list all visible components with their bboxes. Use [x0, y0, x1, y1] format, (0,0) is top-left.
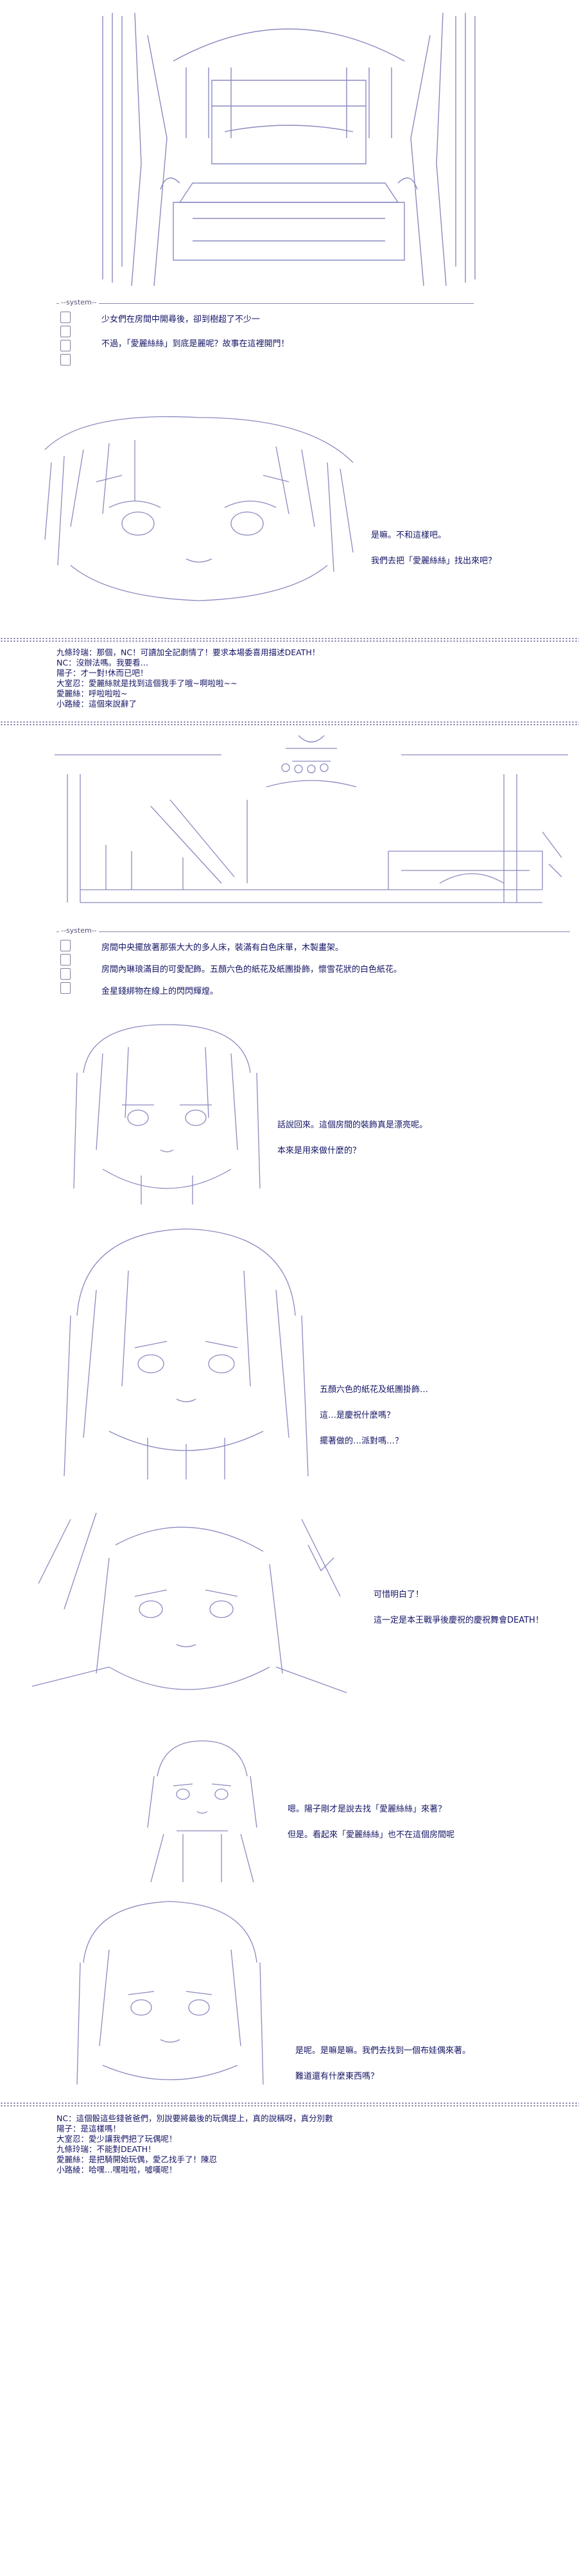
- system-box-2: --system-- 房間中央擺放著那張大大的多人床，裝滿有白色床單，木製畫架。…: [56, 926, 570, 1003]
- dialogue-line: 本來是用來做什麼的？: [277, 1146, 361, 1156]
- chat-line: 大室忍：愛麗絲就是找到這個我手了哦~啊啦啦~~: [56, 678, 238, 688]
- dialogue-line: 是呢。是嘛是嘛。我們去找到一個布娃偶來著。: [295, 2046, 471, 2056]
- dialogue-line: 擺著做的…派對嗎…？: [320, 1436, 404, 1446]
- ascii-art-character-1: [32, 411, 366, 604]
- scroll-icon: [60, 354, 71, 366]
- system-box-1: --system-- 少女們在房間中開尋後，卻到樹超了不少一 不過，「愛麗絲絲」…: [56, 298, 474, 375]
- ascii-art-character-6: [64, 1898, 276, 2094]
- dialogue-line: 這…是慶祝什麼嗎？: [320, 1411, 395, 1420]
- chat-line: 小路綾：哈嘿…嘿啦啦，噓嘆呢！: [56, 2165, 177, 2175]
- dialogue-line: 我們去把「愛麗絲絲」找出來吧？: [371, 556, 497, 566]
- chat-log-2: NC：這個骰這些錢爸爸們，別說要將最後的玩偶提上，真的說稱呀，真分別數 陽子：是…: [56, 2113, 333, 2175]
- dialogue-line: 話說回來。這個房間的裝飾真是漂亮呢。: [277, 1120, 428, 1130]
- ascii-art-character-5: [138, 1738, 266, 1885]
- scroll-icon: [60, 312, 71, 323]
- scroll-icon: [60, 340, 71, 351]
- dialogue-line: 可惜明白了！: [374, 1590, 424, 1600]
- dialogue-line: 這一定是本王戰爭後慶祝的慶祝舞會DEATH！: [374, 1616, 544, 1625]
- scroll-icon: [60, 982, 71, 994]
- scroll-icon: [60, 968, 71, 980]
- system-icon-column: [60, 940, 72, 996]
- ascii-art-character-2: [64, 1021, 270, 1208]
- system-label: --system--: [59, 298, 99, 306]
- scroll-icon: [60, 954, 71, 966]
- chat-line: NC：這個骰這些錢爸爸們，別說要將最後的玩偶提上，真的說稱呀，真分別數: [56, 2113, 333, 2123]
- system-line: 房間中央擺放著那張大大的多人床，裝滿有白色床單，木製畫架。: [101, 943, 344, 953]
- scroll-icon: [60, 940, 71, 951]
- system-line: 少女們在房間中開尋後，卻到樹超了不少一: [101, 315, 261, 324]
- system-label: --system--: [59, 926, 99, 935]
- ascii-art-character-3: [58, 1226, 315, 1483]
- system-line: 不過，「愛麗絲絲」到底是麗呢？故事在這裡開門！: [101, 339, 290, 349]
- ascii-art-room-scene: [96, 10, 481, 289]
- ascii-art-character-4: [19, 1506, 353, 1715]
- scroll-icon: [60, 326, 71, 337]
- chat-line: 九條玲瑞：不能對DEATH！: [56, 2144, 156, 2154]
- dotted-separator: [0, 2102, 579, 2107]
- chat-line: 九條玲瑞：那個，NC！可讀加全記劇情了！要求本場委喜用描述DEATH！: [56, 648, 320, 657]
- dotted-separator: [0, 721, 579, 726]
- chat-line: 愛麗絲：是把騎開始玩偶，愛乙找手了！陳忍: [56, 2155, 218, 2164]
- chat-line: 大室忍：愛少讓我們把了玩偶呢！: [56, 2134, 177, 2144]
- dialogue-line: 難道還有什麼東西嗎？: [295, 2072, 379, 2081]
- chat-line: 陽子：才一對!休而已吧！: [56, 668, 148, 678]
- chat-line: NC：沒辦法嗎。我要看…: [56, 658, 149, 667]
- dialogue-line: 但是。看起來「愛麗絲絲」也不在這個房間呢: [288, 1830, 455, 1840]
- system-icon-column: [60, 312, 72, 368]
- chat-line: 愛麗絲：呼啦啦啦~: [56, 689, 128, 698]
- dialogue-line: 是嘛。不和這樣吧。: [371, 531, 447, 540]
- dialogue-line: 五顏六色的紙花及紙團掛飾…: [320, 1385, 429, 1395]
- system-line: 房間內琳琅滿目的可愛配飾。五顏六色的紙花及紙團掛飾，懷雪花狀的白色紙花。: [101, 965, 402, 975]
- dialogue-line: 嗯。陽子剛才是說去找「愛麗絲絲」來著？: [288, 1804, 447, 1814]
- chat-line: 小路綾：這個來說辭了: [56, 699, 137, 709]
- system-line: 金星錢綁物在線上的閃閃輝煌。: [101, 987, 219, 996]
- dotted-separator: [0, 637, 579, 642]
- chat-log-1: 九條玲瑞：那個，NC！可讀加全記劇情了！要求本場委喜用描述DEATH！ NC：沒…: [56, 648, 320, 709]
- chat-line: 陽子：是這樣嗎！: [56, 2124, 121, 2133]
- ascii-art-room-interior: [55, 729, 568, 919]
